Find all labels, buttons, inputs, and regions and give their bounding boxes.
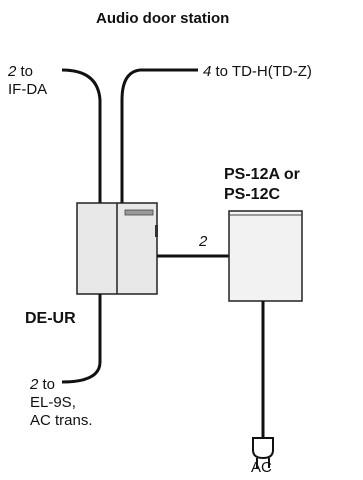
wire-if-da [61,68,102,203]
door-station-slot [124,209,154,216]
door-station-label: DE-UR [25,310,76,327]
to-td-h: to TD-H(TD-Z) [215,63,312,80]
wire-count-ps: 2 [199,233,208,250]
ac-label: AC [251,459,272,476]
to-if-da: to [20,63,34,80]
label-td-h: 4 to TD-H(TD-Z) [203,63,312,81]
wire-el-9s [61,294,102,384]
wire-count-el-9s: 2 [30,376,39,393]
to-el-9s: to [42,376,56,393]
power-supply-unit [228,210,303,302]
label-el-9s: 2 to [30,376,55,394]
wire-count-if-da: 2 [8,63,17,80]
wire-td-h [120,68,198,203]
ps-label-2: PS-12C [224,186,281,203]
ps-label-1: PS-12A or [224,166,300,183]
dest-if-da: IF-DA [8,81,48,98]
wire-count-td-h: 4 [203,63,212,80]
label-if-da: 2 to [8,63,33,81]
ac-plug-icon [252,437,274,468]
dest-el-9s-2: AC trans. [30,412,93,429]
diagram-title: Audio door station [96,10,230,27]
dest-el-9s-1: EL-9S, [30,394,76,411]
